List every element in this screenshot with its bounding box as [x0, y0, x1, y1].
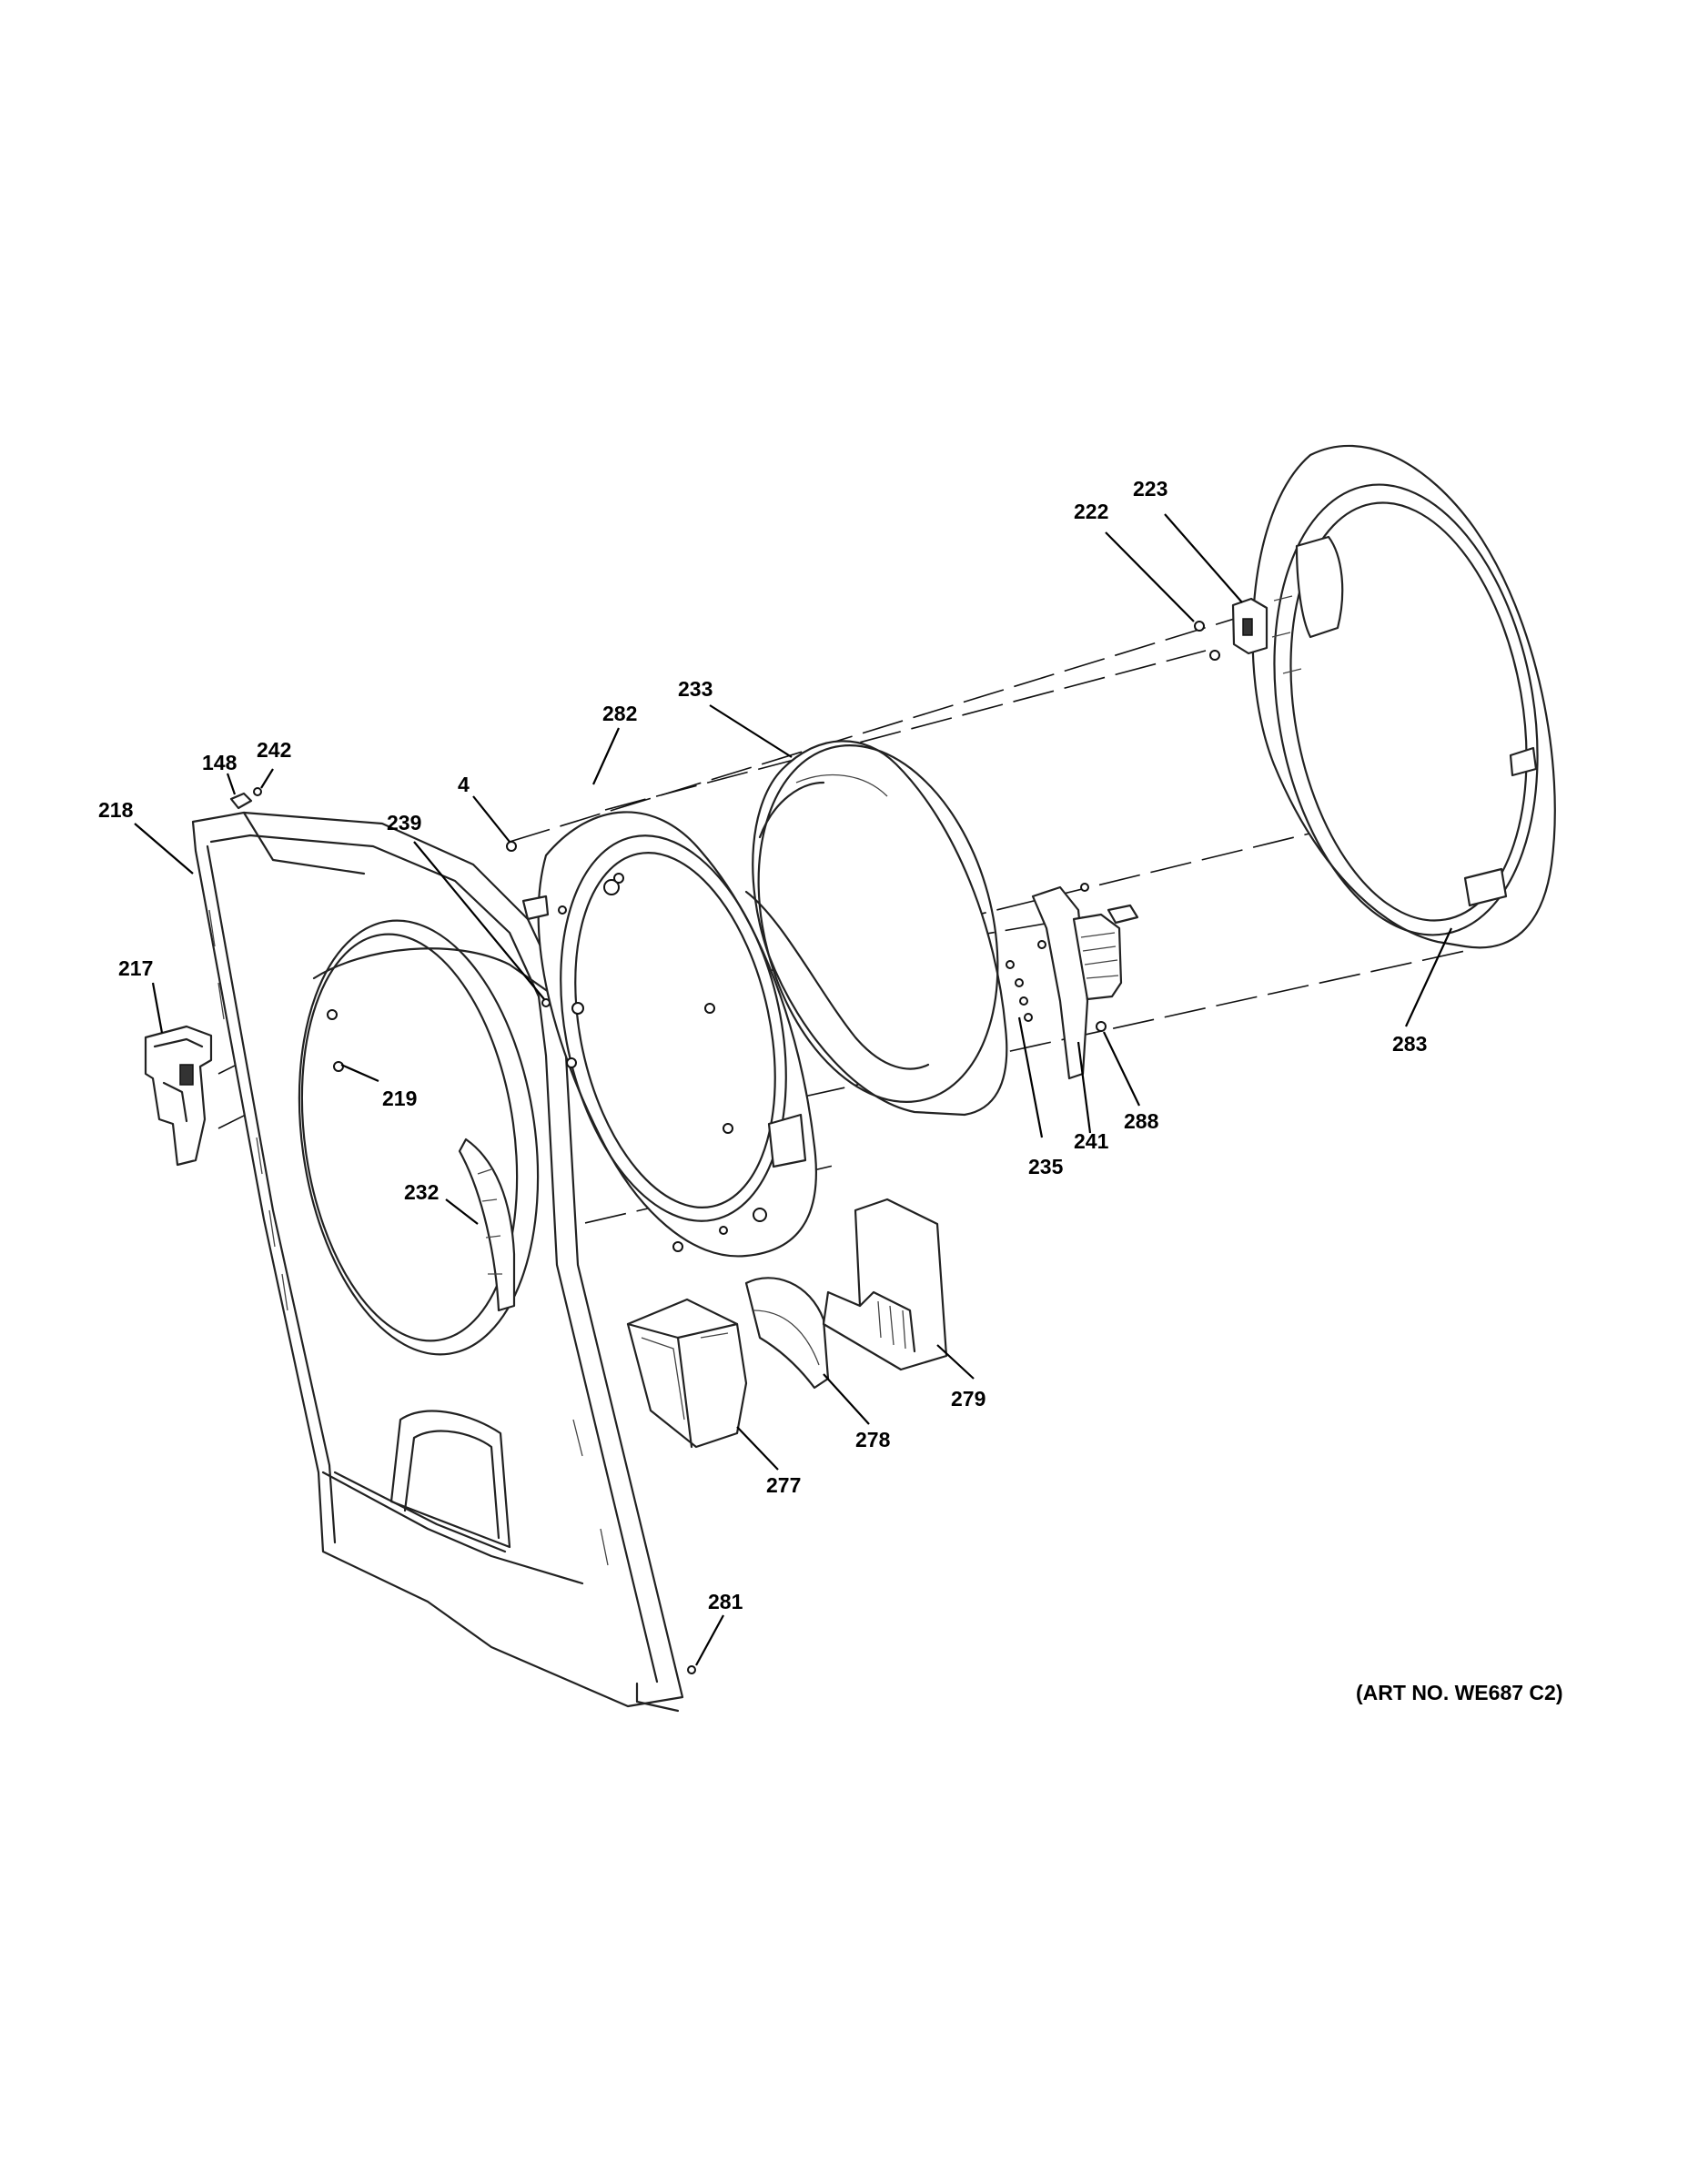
callout-242: 242 — [257, 738, 291, 762]
callout-223: 223 — [1133, 477, 1167, 500]
callout-4: 4 — [458, 773, 470, 796]
door-glass-233 — [744, 740, 1008, 1117]
callout-232: 232 — [404, 1180, 439, 1204]
cover-278 — [744, 1277, 830, 1390]
callout-241: 241 — [1074, 1129, 1109, 1153]
callout-218: 218 — [98, 798, 134, 822]
callout-217: 217 — [118, 956, 153, 980]
callout-279: 279 — [951, 1387, 986, 1410]
callout-283: 283 — [1392, 1032, 1427, 1056]
bracket-232 — [458, 1138, 516, 1312]
screws-4 — [506, 841, 733, 1252]
hinge-bracket-241 — [1006, 883, 1139, 1080]
callout-288: 288 — [1124, 1109, 1159, 1133]
callout-282: 282 — [602, 702, 637, 725]
callout-235: 235 — [1028, 1155, 1064, 1178]
callout-278: 278 — [855, 1428, 891, 1451]
screw-281 — [687, 1665, 696, 1674]
duct-277 — [626, 1298, 748, 1449]
latch-217 — [144, 1025, 213, 1167]
callout-219: 219 — [382, 1087, 417, 1110]
callout-233: 233 — [678, 677, 713, 701]
callout-281: 281 — [708, 1590, 743, 1613]
fasteners-148-242 — [229, 787, 262, 810]
callout-148: 148 — [202, 751, 238, 774]
hinge-222-223 — [1194, 597, 1269, 661]
door-outer-ring-283 — [1251, 444, 1556, 949]
callout-277: 277 — [766, 1473, 801, 1497]
leader-lines — [134, 513, 1452, 1666]
callout-222: 222 — [1074, 500, 1108, 523]
bracket-279 — [822, 1198, 948, 1371]
screws-219 — [327, 1009, 344, 1072]
callout-labels: 218 148 242 217 239 4 282 233 222 223 21… — [98, 477, 1562, 1704]
art-number: (ART NO. WE687 C2) — [1356, 1681, 1562, 1704]
inner-ring-282 — [521, 811, 817, 1258]
callout-239: 239 — [387, 811, 421, 834]
